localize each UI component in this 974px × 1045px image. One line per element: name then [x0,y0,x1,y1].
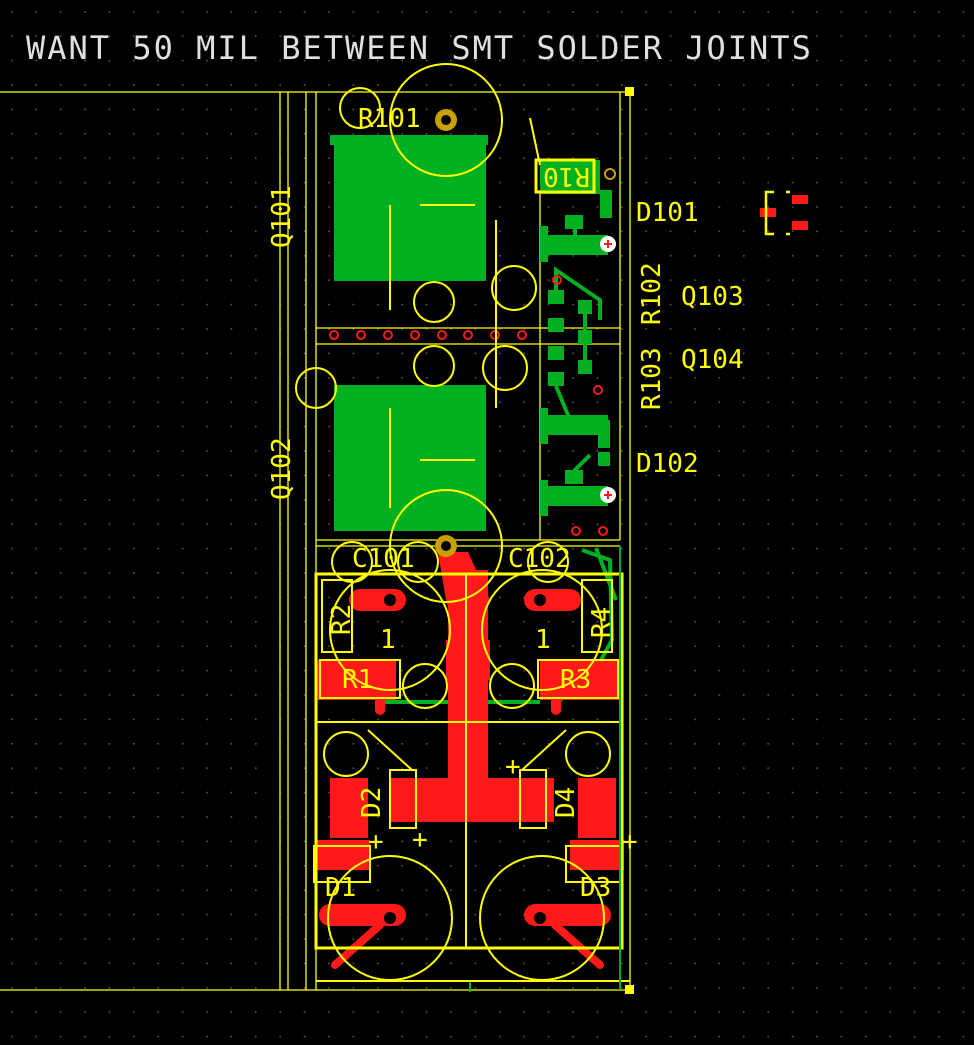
label-r10: R10 [543,161,590,191]
pad-holes [384,115,546,924]
label-q103: Q103 [681,282,744,312]
polarity-mark-edge: + [622,827,638,857]
bottom-copper-layer [330,135,612,531]
label-q104: Q104 [681,345,744,375]
label-r101: R101 [358,104,421,134]
d101-footprint-preview [760,190,808,236]
label-d3: D3 [580,873,611,903]
label-d2: D2 [357,787,387,818]
white-test-points [600,236,616,503]
label-pin1-left: 1 [380,625,396,655]
label-pin1-right: 1 [535,625,551,655]
label-q101: Q101 [267,185,297,248]
label-d102: D102 [636,449,699,479]
label-c101: C101 [352,544,415,574]
label-d101: D101 [636,198,699,228]
label-r1: R1 [342,665,373,695]
green-edge-traces [469,546,621,992]
q102-tab [334,385,486,531]
q101-tab [334,135,486,281]
label-r3: R3 [560,665,591,695]
label-d1: D1 [325,873,356,903]
corner-marker-bottom [625,985,634,994]
polarity-mark-d1: + [412,825,428,855]
r10-pad [604,168,616,180]
corner-marker-top [625,87,634,96]
polarity-mark-d2: + [368,827,384,857]
label-d4: D4 [551,787,581,818]
label-r102: R102 [637,262,667,325]
label-r2: R2 [327,604,357,635]
label-r103: R103 [637,347,667,410]
top-copper-layer [316,552,624,870]
label-r4: R4 [587,607,617,638]
silkscreen-layer [295,63,630,982]
board-outline [0,91,631,991]
label-c102: C102 [508,544,571,574]
design-note: WANT 50 MIL BETWEEN SMT SOLDER JOINTS [26,29,813,67]
polarity-mark-d4: + [505,752,521,782]
label-q102: Q102 [267,437,297,500]
